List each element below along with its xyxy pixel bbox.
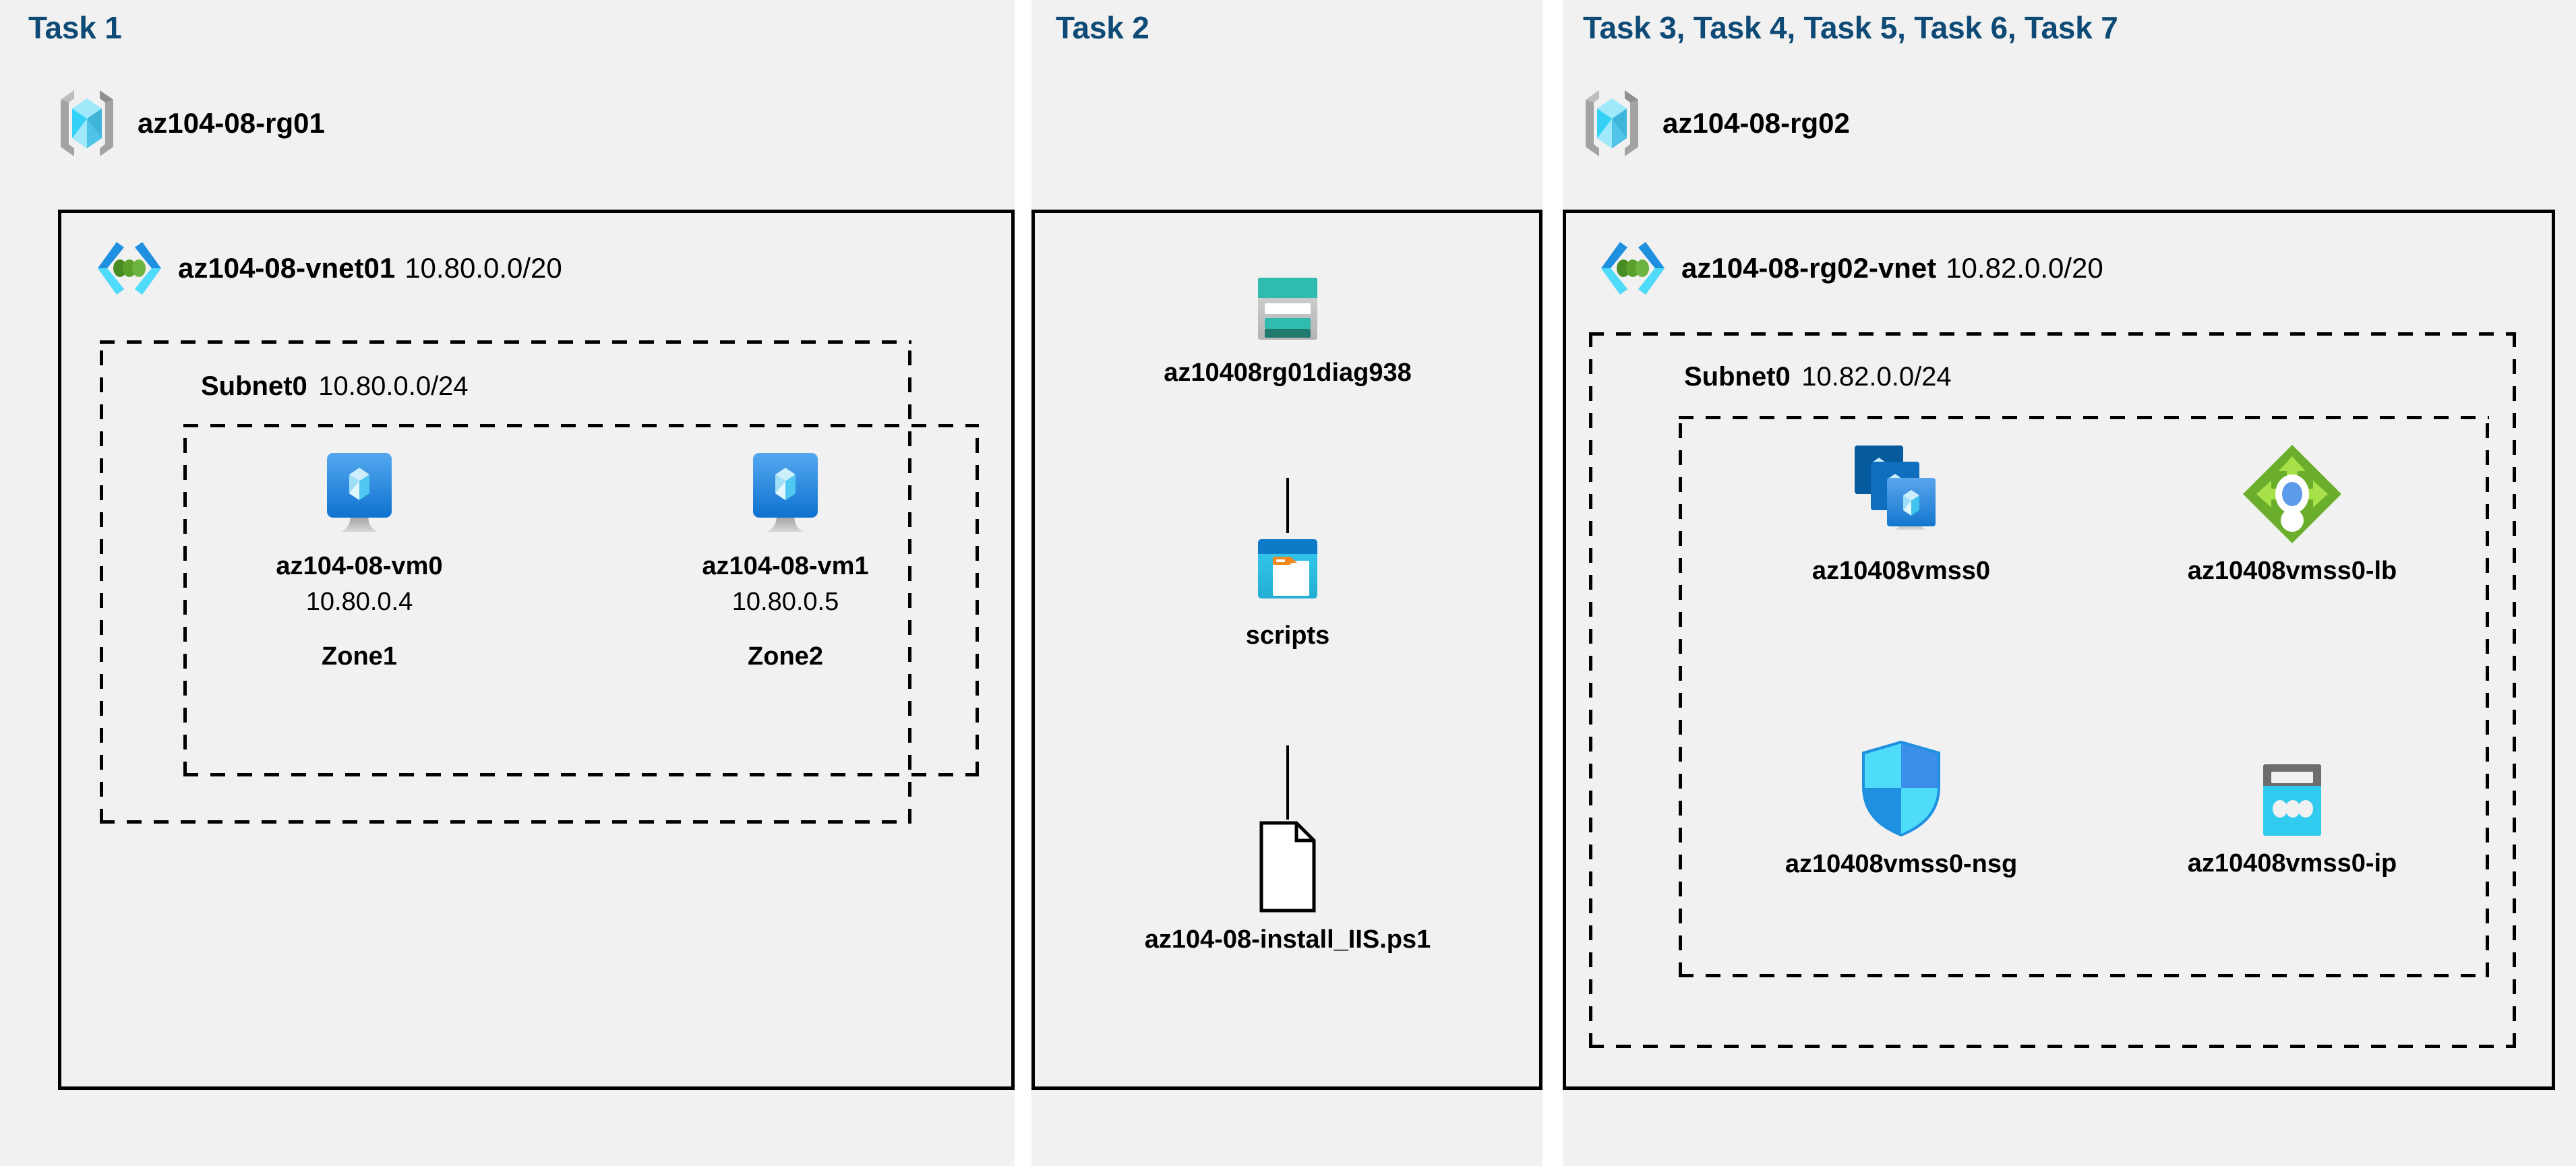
public-ip-address-icon [2244,748,2340,838]
vmss-name: az10408vmss0 [1811,557,1991,585]
resource-group-rg02-header: az104-08-rg02 [1576,86,1850,160]
storage-to-container-connector [1286,478,1289,533]
vm-az104-08-vm0[interactable]: az104-08-vm0 10.80.0.4 Zone1 [276,450,443,671]
file-name: az104-08-install_IIS.ps1 [1144,925,1431,954]
task1-label: Task 1 [28,10,122,45]
storage-account-name: az10408rg01diag938 [1164,359,1412,387]
vm1-name: az104-08-vm1 [702,552,869,580]
subnet0-rg01-cidr: 10.80.0.0/24 [318,371,469,401]
subnet0-rg02-name: Subnet0 [1684,362,1791,392]
task2-label: Task 2 [1056,10,1149,45]
vm-az104-08-vm1[interactable]: az104-08-vm1 10.80.0.5 Zone2 [702,450,869,671]
vm0-ip: 10.80.0.4 [305,588,413,616]
resource-group-icon [1576,86,1648,160]
resource-group-rg01-header: az104-08-rg01 [51,86,325,160]
public-ip-name: az10408vmss0-ip [2187,849,2397,878]
container-name: scripts [1245,621,1330,650]
vnet01-cidr: 10.80.0.0/20 [405,252,562,284]
subnet0-rg01-header: Subnet0 10.80.0.0/24 [201,371,469,402]
network-security-group-az10408vmss0-nsg[interactable]: az10408vmss0-nsg [1760,738,2043,879]
vm-scale-set-icon [1851,441,1952,546]
vnet01-name: az104-08-vnet01 [178,252,396,284]
network-security-group-icon [1854,738,1948,839]
vm1-ip: 10.80.0.5 [731,588,839,616]
vnet01-header: az104-08-vnet01 10.80.0.0/20 [94,239,562,297]
subnet0-rg01-name: Subnet0 [201,371,307,401]
vm1-zone: Zone2 [748,642,823,671]
vm0-name: az104-08-vm0 [276,552,443,580]
resource-group-rg02-name: az104-08-rg02 [1663,107,1850,139]
virtual-network-icon [1598,239,1668,297]
nsg-name: az10408vmss0-nsg [1785,850,2018,878]
file-az104-08-install-IIS-ps1[interactable]: az104-08-install_IIS.ps1 [1133,819,1443,954]
file-icon [1251,819,1325,915]
blob-container-icon [1249,532,1327,611]
rg02-vnet-header: az104-08-rg02-vnet 10.82.0.0/20 [1598,239,2103,297]
rg02-vnet-cidr: 10.82.0.0/20 [1946,252,2103,284]
rg02-vnet-boundary [1563,210,2555,1090]
vmss-resource-group-boundary [1679,416,2489,977]
subnet0-rg02-header: Subnet0 10.82.0.0/24 [1684,362,1952,392]
virtual-machine-icon [745,450,826,541]
storage-account-icon [1249,270,1327,348]
vm-scale-set-az10408vmss0[interactable]: az10408vmss0 [1760,441,2043,586]
load-balancer-icon [2240,441,2345,546]
virtual-machine-icon [319,450,400,541]
task2-boundary [1031,210,1542,1090]
public-ip-az10408vmss0-ip[interactable]: az10408vmss0-ip [2151,748,2434,878]
vm-zone-group-boundary [183,424,979,776]
storage-account-az10408rg01diag938[interactable]: az10408rg01diag938 [1119,270,1456,388]
blob-container-scripts[interactable]: scripts [1187,532,1389,650]
load-balancer-name: az10408vmss0-lb [2187,557,2397,585]
vm0-zone: Zone1 [322,642,397,671]
subnet0-rg02-cidr: 10.82.0.0/24 [1801,362,1952,392]
rg02-vnet-name: az104-08-rg02-vnet [1681,252,1937,284]
load-balancer-az10408vmss0-lb[interactable]: az10408vmss0-lb [2137,441,2447,586]
vnet01-boundary [58,210,1015,1090]
resource-group-icon [51,86,123,160]
task3-7-label: Task 3, Task 4, Task 5, Task 6, Task 7 [1583,10,2118,45]
virtual-network-icon [94,239,164,297]
resource-group-rg01-name: az104-08-rg01 [138,107,325,139]
container-to-file-connector [1286,745,1289,820]
